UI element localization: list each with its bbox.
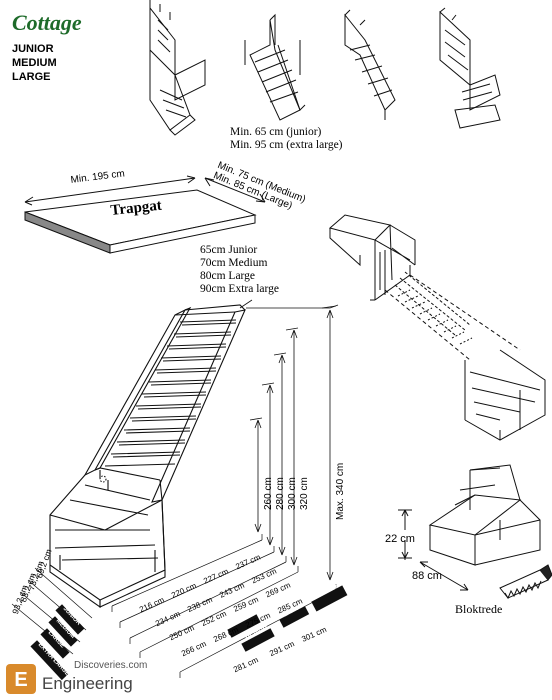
- height-max-label: Max. 340 cm: [335, 462, 346, 520]
- height-320-label: 320 cm: [299, 477, 310, 510]
- width-medium: 70cm Medium: [200, 257, 268, 269]
- height-280-label: 280 cm: [275, 477, 286, 510]
- variant-straight-1: [244, 13, 306, 121]
- height-300-label: 300 cm: [287, 477, 298, 510]
- svg-text:E: E: [14, 669, 27, 691]
- variant-bloktrede: [439, 7, 501, 129]
- size-junior: JUNIOR: [12, 43, 54, 55]
- perspective-staircase: [328, 214, 546, 441]
- height-dimensions: [239, 299, 339, 581]
- watermark-logo: E: [6, 664, 36, 694]
- bloktrede-step: [398, 464, 552, 600]
- length-dimensions: [111, 534, 337, 678]
- watermark-site: Discoveries.com: [74, 660, 148, 671]
- size-large: LARGE: [12, 71, 51, 83]
- size-tags-left: [30, 604, 85, 681]
- min-width-xlarge: Min. 95 cm (extra large): [230, 139, 343, 151]
- trapgat-opening: [24, 175, 266, 254]
- watermark-sub: Engineering: [42, 674, 133, 693]
- width-large: 80cm Large: [200, 270, 256, 282]
- blok-height-label: 22 cm: [385, 533, 415, 545]
- blok-label: Bloktrede: [455, 602, 503, 616]
- size-medium: MEDIUM: [12, 57, 57, 69]
- main-staircase: [49, 304, 246, 609]
- size-tags-right: [227, 585, 348, 652]
- min-width-note: Min. 65 cm (junior) Min. 95 cm (extra la…: [230, 126, 343, 152]
- depth-dimensions: [11, 567, 93, 655]
- blok-depth-label: 88 cm: [412, 570, 442, 582]
- size-list: JUNIOR MEDIUM LARGE: [12, 42, 57, 84]
- page-title: Cottage: [12, 10, 82, 35]
- width-junior: 65cm Junior: [200, 244, 258, 256]
- width-xlarge: 90cm Extra large: [200, 283, 279, 295]
- stair-widths: 65cm Junior 70cm Medium 80cm Large 90cm …: [200, 244, 279, 296]
- variant-straight-2: [344, 9, 396, 120]
- variant-quarter-turn-left: [149, 0, 206, 136]
- height-260-label: 260 cm: [263, 477, 274, 510]
- min-width-junior: Min. 65 cm (junior): [230, 126, 322, 138]
